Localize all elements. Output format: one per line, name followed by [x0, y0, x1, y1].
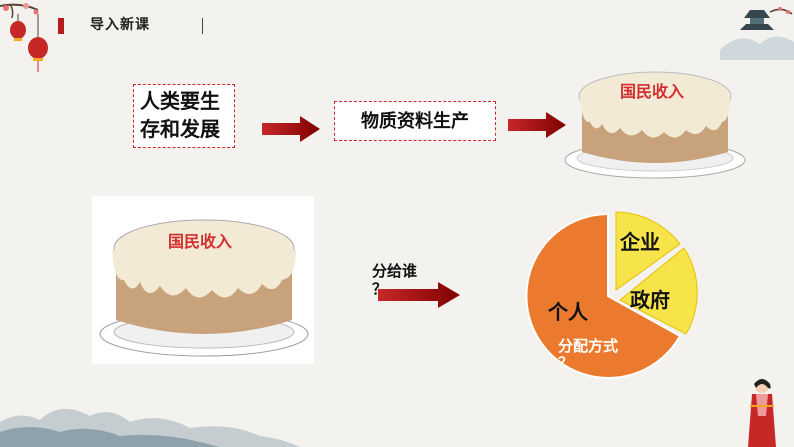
pie-label-individual: 个人 [548, 300, 588, 324]
pavilion-decoration [720, 7, 794, 60]
distribution-pie [525, 211, 698, 379]
cake-image [564, 71, 746, 179]
survival-text-line1: 人类要生 [140, 89, 220, 113]
lantern-decoration [0, 3, 48, 72]
pie-label-government: 政府 [630, 288, 670, 312]
arrow-right-icon [262, 116, 320, 142]
page-title: 导入新课 [90, 17, 150, 33]
national-income-label-top: 国民收入 [620, 82, 685, 101]
pie-caption-line1: 分配方式 [558, 337, 619, 355]
arrow-right-icon [378, 282, 460, 308]
production-box: 物质资料生产 [334, 101, 496, 141]
header-accent-bar [58, 18, 64, 34]
pie-label-enterprise: 企业 [620, 230, 660, 254]
pie-caption: 分配方式 ？ [558, 338, 618, 372]
question-line1: 分给谁 [372, 262, 418, 280]
survival-box: 人类要生 存和发展 [133, 84, 235, 148]
ancient-lady-illustration [748, 379, 776, 447]
pie-caption-line2: ？ [558, 354, 574, 372]
cake-image [99, 219, 309, 357]
header-divider [202, 18, 203, 34]
ink-mountains-decoration [0, 408, 300, 447]
arrow-right-icon [508, 112, 566, 138]
national-income-label: 国民收入 [168, 232, 233, 251]
survival-text-line2: 存和发展 [140, 117, 220, 141]
